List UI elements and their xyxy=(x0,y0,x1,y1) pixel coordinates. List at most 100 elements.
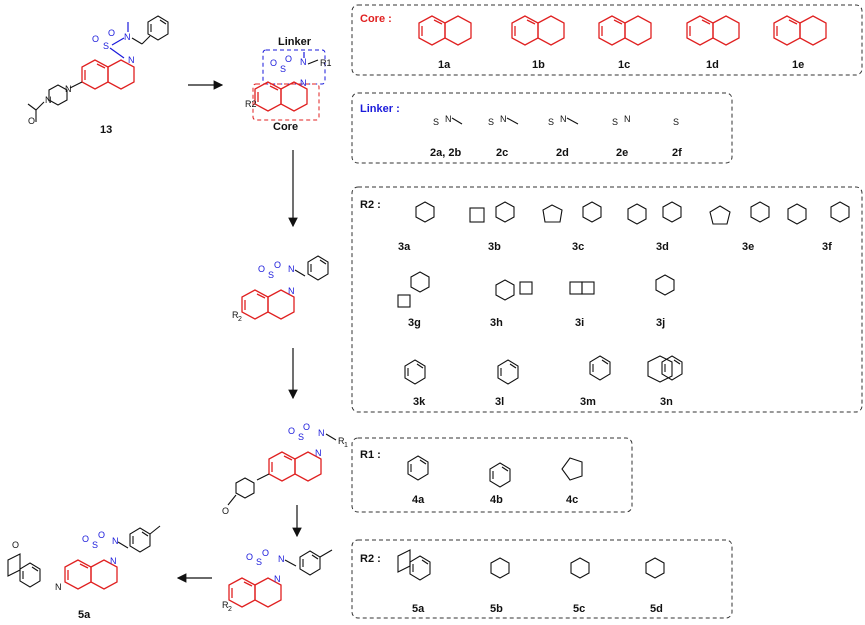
svg-text:4c: 4c xyxy=(566,494,578,506)
compound-5a-label: 5a xyxy=(78,609,91,621)
svg-text:3k: 3k xyxy=(413,396,426,408)
svg-text:N: N xyxy=(65,84,72,94)
linker-box-title: Linker : xyxy=(360,103,400,115)
svg-text:S: S xyxy=(433,117,439,127)
svg-text:1d: 1d xyxy=(706,59,719,71)
r2-row3-labels: 3k 3l 3m 3n xyxy=(413,396,673,408)
core-box-title: Core : xyxy=(360,13,392,25)
core-label: Core xyxy=(273,121,298,133)
core-highlight-box xyxy=(252,83,320,121)
svg-text:5d: 5d xyxy=(650,603,663,615)
scaffold-r2: R2 xyxy=(245,99,257,109)
tbu-intermediate-structure: N S O O N R 2 xyxy=(222,548,333,613)
svg-text:O: O xyxy=(12,540,19,550)
scaffold-structure: Linker Core N S O O N R1 R2 xyxy=(245,36,332,133)
svg-text:2c: 2c xyxy=(496,147,508,159)
svg-text:3i: 3i xyxy=(575,317,584,329)
svg-text:3m: 3m xyxy=(580,396,596,408)
core-structures xyxy=(418,15,827,46)
svg-text:N: N xyxy=(110,556,117,566)
r1-box-title: R1 : xyxy=(360,449,381,461)
svg-text:S: S xyxy=(612,117,618,127)
svg-text:O: O xyxy=(246,552,253,562)
r1-options-box xyxy=(351,437,633,513)
svg-text:O: O xyxy=(82,534,89,544)
r1-labels: 4a 4b 4c xyxy=(412,494,578,506)
svg-text:S: S xyxy=(488,117,494,127)
svg-text:S: S xyxy=(298,432,304,442)
svg-text:O: O xyxy=(270,58,277,68)
svg-text:O: O xyxy=(108,28,115,38)
svg-text:5b: 5b xyxy=(490,603,503,615)
svg-text:N: N xyxy=(318,428,325,438)
svg-text:3n: 3n xyxy=(660,396,673,408)
linker-options-box xyxy=(351,92,733,164)
svg-text:1b: 1b xyxy=(532,59,545,71)
svg-text:N: N xyxy=(288,286,295,296)
r2-row1-structures xyxy=(415,201,850,225)
svg-text:O: O xyxy=(285,54,292,64)
svg-text:5a: 5a xyxy=(412,603,425,615)
svg-text:N: N xyxy=(128,55,135,65)
svg-text:O: O xyxy=(288,426,295,436)
svg-text:3l: 3l xyxy=(495,396,504,408)
svg-text:1e: 1e xyxy=(792,59,804,71)
svg-text:2: 2 xyxy=(238,316,242,323)
r1-intermediate-structure: N S O O N R 1 O xyxy=(222,422,348,516)
compound-13-label: 13 xyxy=(100,124,112,136)
linker-labels: 2a, 2b 2c 2d 2e 2f xyxy=(430,147,682,159)
svg-text:N: N xyxy=(45,95,52,105)
svg-text:O: O xyxy=(303,422,310,432)
svg-text:O: O xyxy=(28,116,35,126)
svg-text:O: O xyxy=(258,264,265,274)
svg-text:O: O xyxy=(262,548,269,558)
svg-text:N: N xyxy=(55,582,62,592)
svg-text:2e: 2e xyxy=(616,147,628,159)
svg-text:3j: 3j xyxy=(656,317,665,329)
r1-structures xyxy=(407,455,583,488)
r2-second-options-box xyxy=(351,539,733,619)
svg-text:3h: 3h xyxy=(490,317,503,329)
svg-text:O: O xyxy=(98,530,105,540)
svg-text:O: O xyxy=(274,260,281,270)
svg-text:R: R xyxy=(232,310,239,320)
svg-text:N: N xyxy=(315,448,322,458)
svg-text:3d: 3d xyxy=(656,241,669,253)
svg-text:N: N xyxy=(624,114,631,124)
svg-text:O: O xyxy=(222,506,229,516)
svg-text:S: S xyxy=(103,41,109,51)
svg-text:3e: 3e xyxy=(742,241,754,253)
core-options-box xyxy=(351,4,863,76)
compound-5a-structure: N S O O N N O 5a xyxy=(7,525,161,621)
svg-text:4b: 4b xyxy=(490,494,503,506)
r2-row2-labels: 3g 3h 3i 3j xyxy=(408,317,665,329)
svg-text:2a, 2b: 2a, 2b xyxy=(430,147,461,159)
svg-text:1a: 1a xyxy=(438,59,451,71)
compound-13-structure: N S O O N N N O 13 xyxy=(27,15,169,136)
scaffold-r1: R1 xyxy=(320,58,332,68)
r2-row1-labels: 3a 3b 3c 3d 3e 3f xyxy=(398,241,832,253)
r2-box-title: R2 : xyxy=(360,199,381,211)
svg-text:N: N xyxy=(278,554,285,564)
svg-text:N: N xyxy=(300,57,307,67)
core-labels: 1a 1b 1c 1d 1e xyxy=(438,59,804,71)
svg-text:2d: 2d xyxy=(556,147,569,159)
svg-text:2: 2 xyxy=(228,606,232,613)
svg-text:R: R xyxy=(338,436,345,446)
svg-text:5c: 5c xyxy=(573,603,585,615)
svg-text:2f: 2f xyxy=(672,147,682,159)
svg-text:N: N xyxy=(445,114,452,124)
r2-second-labels: 5a 5b 5c 5d xyxy=(412,603,663,615)
svg-text:S: S xyxy=(92,540,98,550)
svg-text:S: S xyxy=(280,64,286,74)
svg-text:N: N xyxy=(560,114,567,124)
svg-text:3c: 3c xyxy=(572,241,584,253)
r2-row3-structures xyxy=(404,355,683,385)
svg-text:3a: 3a xyxy=(398,241,411,253)
svg-text:N: N xyxy=(124,32,131,42)
r2-second-box-title: R2 : xyxy=(360,553,381,565)
svg-text:4a: 4a xyxy=(412,494,425,506)
svg-text:R: R xyxy=(222,600,229,610)
